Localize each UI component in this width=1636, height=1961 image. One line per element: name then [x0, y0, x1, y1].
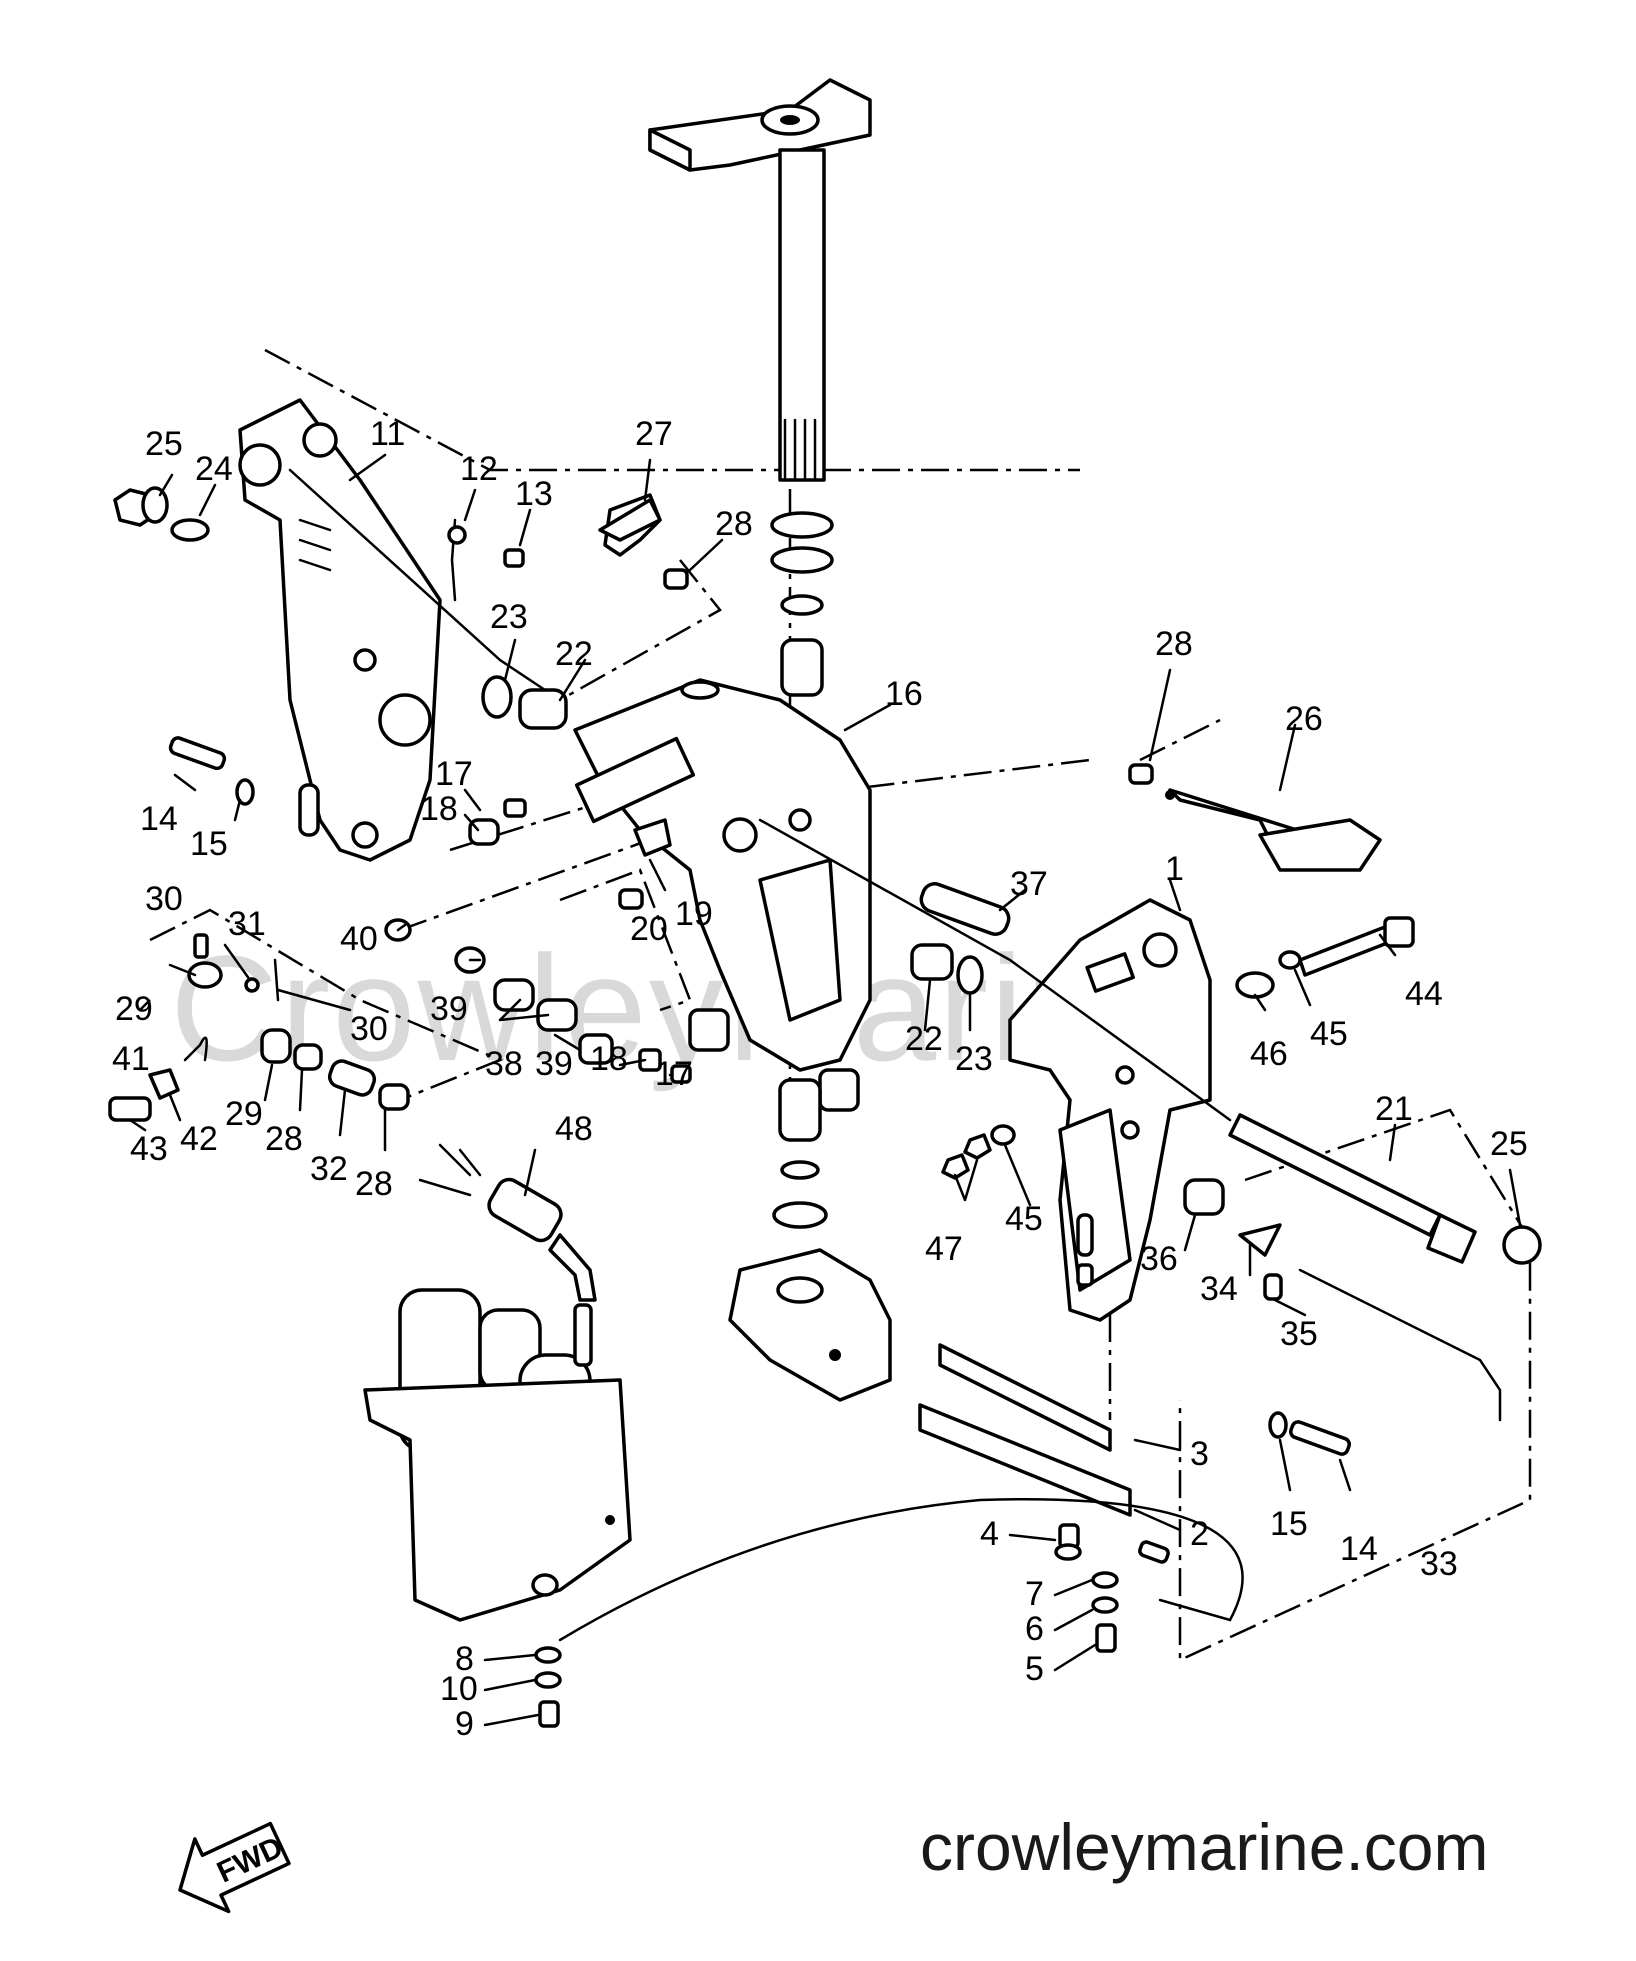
callout-25b: 25 — [1490, 1125, 1528, 1163]
through-shaft — [288, 468, 1232, 1122]
callout-39b: 39 — [535, 1045, 573, 1083]
callout-17b: 17 — [655, 1055, 693, 1093]
swivel-bracket — [573, 678, 872, 1112]
callout-5: 5 — [1025, 1650, 1044, 1688]
leader-lines — [128, 453, 1522, 1727]
callout-14b: 14 — [1340, 1530, 1378, 1568]
callout-20: 20 — [630, 910, 668, 948]
callout-15a: 15 — [190, 825, 228, 863]
callout-39a: 39 — [430, 990, 468, 1028]
tilt-tube — [1228, 1113, 1542, 1265]
callout-43: 43 — [130, 1130, 168, 1168]
callout-44: 44 — [1405, 975, 1443, 1013]
tilt-lever-right — [1165, 788, 1382, 872]
wiring-harness — [418, 1143, 597, 1302]
small-hardware — [113, 486, 1502, 1456]
fasteners-lower — [534, 1523, 1119, 1728]
callout-48: 48 — [555, 1110, 593, 1148]
callout-40: 40 — [340, 920, 378, 958]
callout-17a: 17 — [435, 755, 473, 793]
callout-46: 46 — [1250, 1035, 1288, 1073]
website-url: crowleymarine.com — [920, 1810, 1488, 1884]
callout-30a: 30 — [145, 880, 183, 918]
callout-22b: 22 — [905, 1020, 943, 1058]
callout-28b: 28 — [1155, 625, 1193, 663]
steering-arm — [648, 78, 872, 482]
callout-28c: 28 — [265, 1120, 303, 1158]
callout-27: 27 — [635, 415, 673, 453]
callout-12: 12 — [460, 450, 498, 488]
callout-37: 37 — [1010, 865, 1048, 903]
callout-4: 4 — [980, 1515, 999, 1553]
callout-28a: 28 — [715, 505, 753, 543]
small-hardware-left — [108, 933, 410, 1122]
lower-mount — [728, 1248, 892, 1402]
callout-15b: 15 — [1270, 1505, 1308, 1543]
callout-25a: 25 — [145, 425, 183, 463]
bolt-44 — [1298, 916, 1415, 977]
callout-14a: 14 — [140, 800, 178, 838]
pivot-pin — [919, 882, 1011, 936]
callout-22a: 22 — [555, 635, 593, 673]
callout-13: 13 — [515, 475, 553, 513]
callout-3: 3 — [1190, 1435, 1209, 1473]
fwd-direction-arrow: FWD — [178, 1821, 291, 1914]
callout-47: 47 — [925, 1230, 963, 1268]
callout-2: 2 — [1190, 1515, 1209, 1553]
callout-26: 26 — [1285, 700, 1323, 738]
callout-33: 33 — [1420, 1545, 1458, 1583]
clamp-bracket-left — [238, 398, 442, 862]
ground-strap — [558, 1343, 1244, 1642]
callout-21: 21 — [1375, 1090, 1413, 1128]
clamp-bracket-right — [1008, 898, 1212, 1322]
callout-23b: 23 — [955, 1040, 993, 1078]
callout-35: 35 — [1280, 1315, 1318, 1353]
callout-41: 41 — [112, 1040, 150, 1078]
callout-7: 7 — [1025, 1575, 1044, 1613]
callout-labels: 1 2 3 4 5 6 7 8 9 10 11 12 13 14 14 15 1… — [112, 415, 1528, 1743]
callout-32: 32 — [310, 1150, 348, 1188]
callout-23a: 23 — [490, 598, 528, 636]
callout-6: 6 — [1025, 1610, 1044, 1648]
callout-10: 10 — [440, 1670, 478, 1708]
callout-29a: 29 — [115, 990, 153, 1028]
callout-28d: 28 — [355, 1165, 393, 1203]
callout-30b: 30 — [350, 1010, 388, 1048]
callout-38: 38 — [485, 1045, 523, 1083]
callout-45b: 45 — [1005, 1200, 1043, 1238]
callout-18b: 18 — [590, 1040, 628, 1078]
bushing-stack-lower — [772, 1078, 828, 1229]
callout-31: 31 — [228, 905, 266, 943]
callout-34: 34 — [1200, 1270, 1238, 1308]
callout-18a: 18 — [420, 790, 458, 828]
callout-1: 1 — [1165, 850, 1184, 888]
callout-19: 19 — [675, 895, 713, 933]
callout-16: 16 — [885, 675, 923, 713]
tilt-trim-unit — [363, 1288, 632, 1622]
callout-11: 11 — [370, 415, 405, 453]
callout-36: 36 — [1140, 1240, 1178, 1278]
callout-9: 9 — [455, 1705, 474, 1743]
callout-42: 42 — [180, 1120, 218, 1158]
callout-45a: 45 — [1310, 1015, 1348, 1053]
callout-8: 8 — [455, 1640, 474, 1678]
callout-24: 24 — [195, 450, 233, 488]
callout-29b: 29 — [225, 1095, 263, 1133]
